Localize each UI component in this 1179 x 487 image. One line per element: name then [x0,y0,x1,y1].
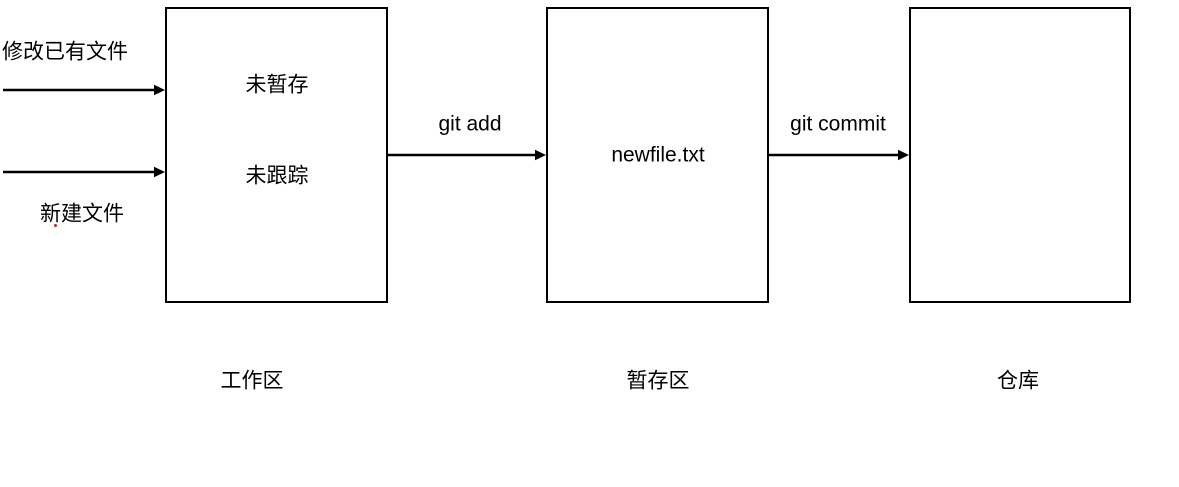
create-new-file-arrow-head [154,166,165,178]
zone-name-repository: 仓库 [997,369,1039,393]
git-commit-arrow-head [898,149,909,161]
arrow-label-git-add: git add [438,112,502,136]
arrow-label-git-commit: git commit [790,112,886,136]
zone-box-working-directory[interactable] [165,7,388,303]
box-item-untracked: 未跟踪 [245,164,309,188]
spellcheck-dot-icon [54,224,57,227]
box-item-unstaged: 未暂存 [245,73,309,97]
box-item-newfile: newfile.txt [611,143,705,167]
zone-box-staging-area[interactable] [546,7,769,303]
zone-name-staging-area: 暂存区 [626,369,690,393]
zone-name-working-directory: 工作区 [220,369,284,393]
zone-box-repository[interactable] [909,7,1131,303]
modify-existing-file-arrow-head [154,84,165,96]
git-add-arrow-head [535,149,546,161]
caption-create-new-file: 新建文件 [40,202,124,226]
caption-modify-existing-file: 修改已有文件 [2,40,128,64]
